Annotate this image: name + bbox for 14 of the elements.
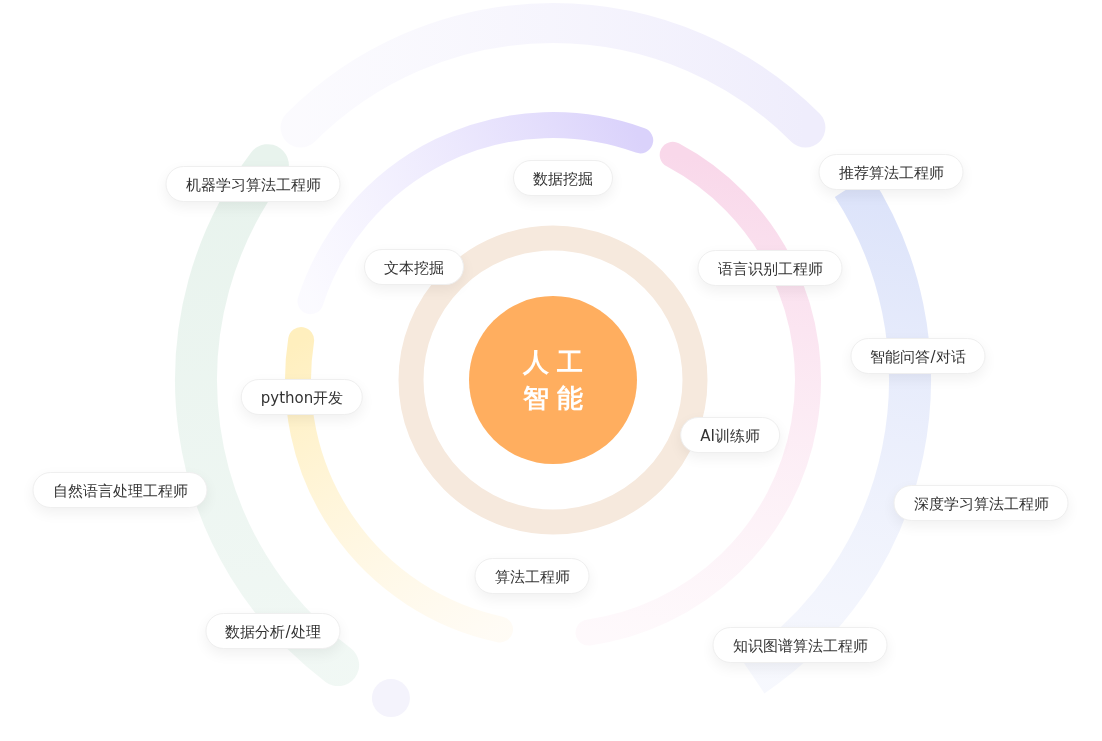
- tag-pill: 算法工程师: [474, 558, 590, 594]
- tag-pill: AI训练师: [680, 417, 780, 453]
- tag-pill: 自然语言处理工程师: [32, 472, 208, 508]
- tag-pill: 深度学习算法工程师: [893, 485, 1069, 521]
- tag-pill: 文本挖掘: [364, 249, 464, 285]
- tag-pill: python开发: [240, 379, 364, 415]
- tag-pill: 数据分析/处理: [205, 613, 341, 649]
- tag-pill: 智能问答/对话: [850, 338, 986, 374]
- tag-pill: 机器学习算法工程师: [165, 166, 341, 202]
- tag-pill: 推荐算法工程师: [818, 154, 964, 190]
- tag-pill: 数据挖掘: [513, 160, 613, 196]
- center-circle: 人工智能: [469, 296, 637, 464]
- tag-pill: 语言识别工程师: [697, 250, 843, 286]
- tag-pill: 知识图谱算法工程师: [712, 627, 888, 663]
